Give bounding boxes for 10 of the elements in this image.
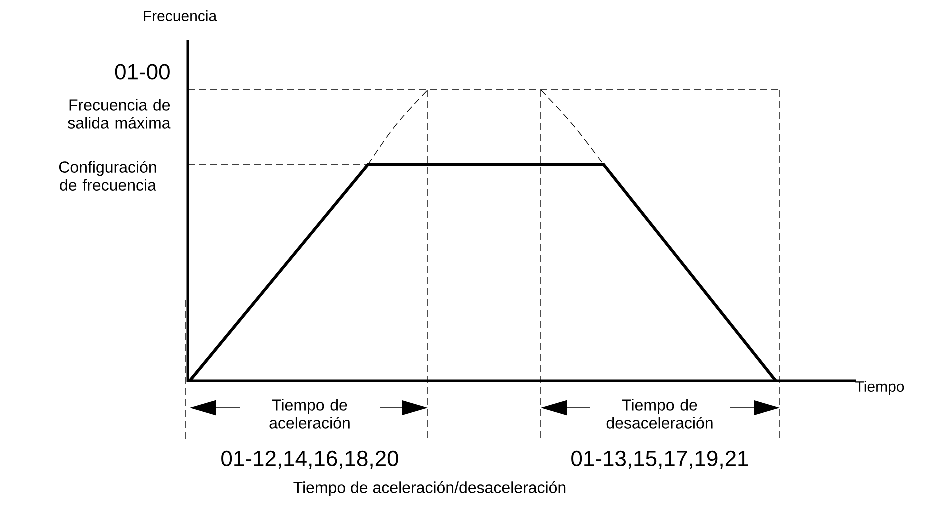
axis-title: Tiempo [856,381,904,395]
tick-label: Configuración de frecuencia [59,161,156,191]
parameter-code: 01-13,15,17,19,21 [572,450,748,470]
dimension-label: Tiempo de aceleración [240,398,380,430]
axis-title: Tiempo de aceleración/desaceleración [294,481,566,497]
tick-label: 01-00 [115,64,170,80]
tick-label: Frecuencia de salida máxima [68,99,171,129]
parameter-code: 01-12,14,16,18,20 [222,450,398,470]
dimension-label: Tiempo de desaceleración [590,398,730,430]
axis-title: Frecuencia [144,10,218,22]
